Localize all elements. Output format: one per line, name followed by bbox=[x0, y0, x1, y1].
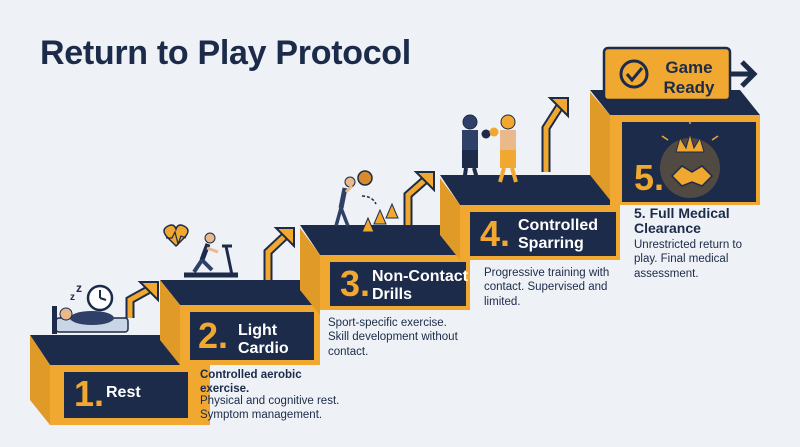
step-1-name: Rest bbox=[106, 384, 141, 401]
treadmill-runner-heart-icon bbox=[163, 224, 238, 278]
step-5-description: Unrestricted return to play. Final medic… bbox=[634, 239, 743, 280]
svg-text:z: z bbox=[70, 292, 75, 303]
step-4-name: Controlled Sparring bbox=[518, 217, 598, 253]
arrow-right-icon bbox=[730, 60, 758, 88]
boxers-sparring-icon bbox=[462, 114, 518, 183]
game-ready-label: Game Ready bbox=[663, 58, 715, 97]
step-2-name: Light Cardio bbox=[238, 322, 289, 358]
step-5-number: 5. bbox=[634, 157, 665, 198]
step-3-block bbox=[300, 225, 470, 315]
step-2-description-title: Controlled aerobic exercise. bbox=[200, 369, 302, 396]
step-2-number: 2. bbox=[198, 315, 229, 356]
game-ready-box bbox=[602, 46, 758, 102]
step-4-number: 4. bbox=[480, 213, 511, 254]
checkmark-circle-icon bbox=[619, 59, 649, 89]
step-1-number: 1. bbox=[74, 373, 105, 414]
step-2-description: Controlled aerobic exercise. bbox=[200, 368, 345, 397]
step-3-number: 3. bbox=[340, 263, 371, 304]
step-3-name: Non-Contact Drills bbox=[372, 268, 468, 304]
svg-text:z: z bbox=[76, 281, 82, 295]
page-title: Return to Play Protocol bbox=[40, 34, 411, 72]
step-5-name: 5. Full Medical Clearance bbox=[634, 205, 730, 237]
ball-cones-drill-icon bbox=[334, 170, 399, 233]
step-1-block bbox=[30, 335, 210, 425]
step-4-block bbox=[440, 175, 620, 260]
step-3-description: Sport-specific exercise. Skill developme… bbox=[328, 317, 458, 358]
step-2-block bbox=[160, 280, 320, 365]
step-1-description: Physical and cognitive rest. Symptom man… bbox=[200, 395, 340, 422]
step-4-description: Progressive training with contact. Super… bbox=[484, 267, 610, 308]
handshake-crown-icon bbox=[660, 118, 720, 198]
sleeping-person-clock-icon: z z bbox=[52, 281, 129, 334]
